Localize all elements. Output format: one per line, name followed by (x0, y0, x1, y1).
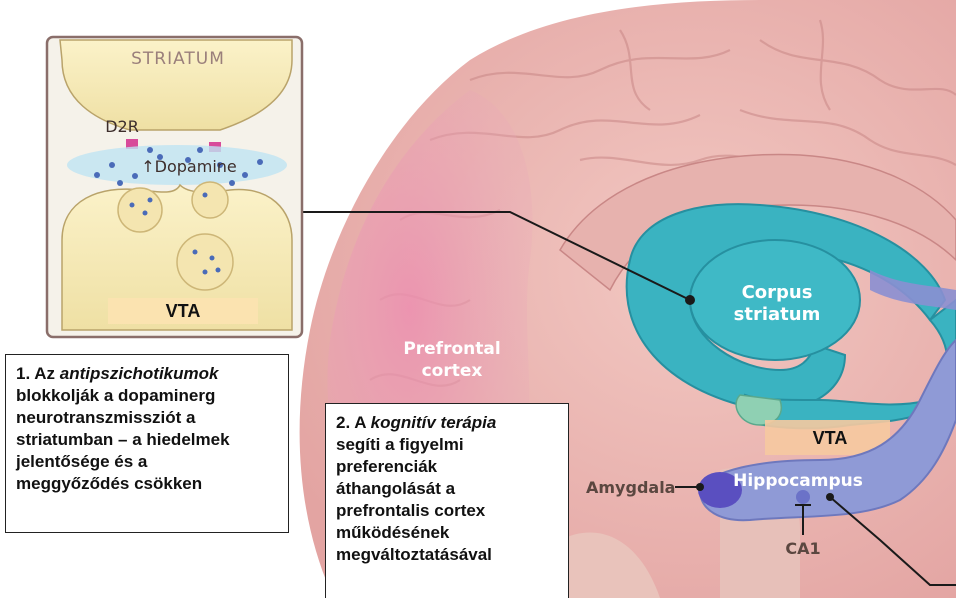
prefrontal-cortex-label: Prefrontal cortex (392, 338, 512, 382)
inset-vta-label: VTA (108, 298, 258, 324)
vesicle (177, 234, 233, 290)
amygdala-label: Amygdala (586, 477, 676, 499)
antipsychotics-note: 1. Az antipszichotikumok blokkolják a do… (5, 354, 289, 533)
vta-label: VTA (780, 425, 880, 451)
ca1-dot (796, 490, 810, 504)
inset-striatum-label: STRIATUM (118, 48, 238, 70)
hippocampus-label: Hippocampus (728, 470, 868, 492)
ca1-label: CA1 (773, 538, 833, 560)
corpus-striatum-label: Corpus striatum (712, 282, 842, 326)
dopamine-label: ↑Dopamine (124, 156, 254, 178)
vesicle (192, 182, 228, 218)
cognitive-therapy-note: 2. A kognitív terápia segíti a figyelmi … (325, 403, 569, 598)
vesicle (118, 188, 162, 232)
d2r-label: D2R (92, 116, 152, 138)
up-arrow-icon: ↑ (141, 157, 154, 176)
